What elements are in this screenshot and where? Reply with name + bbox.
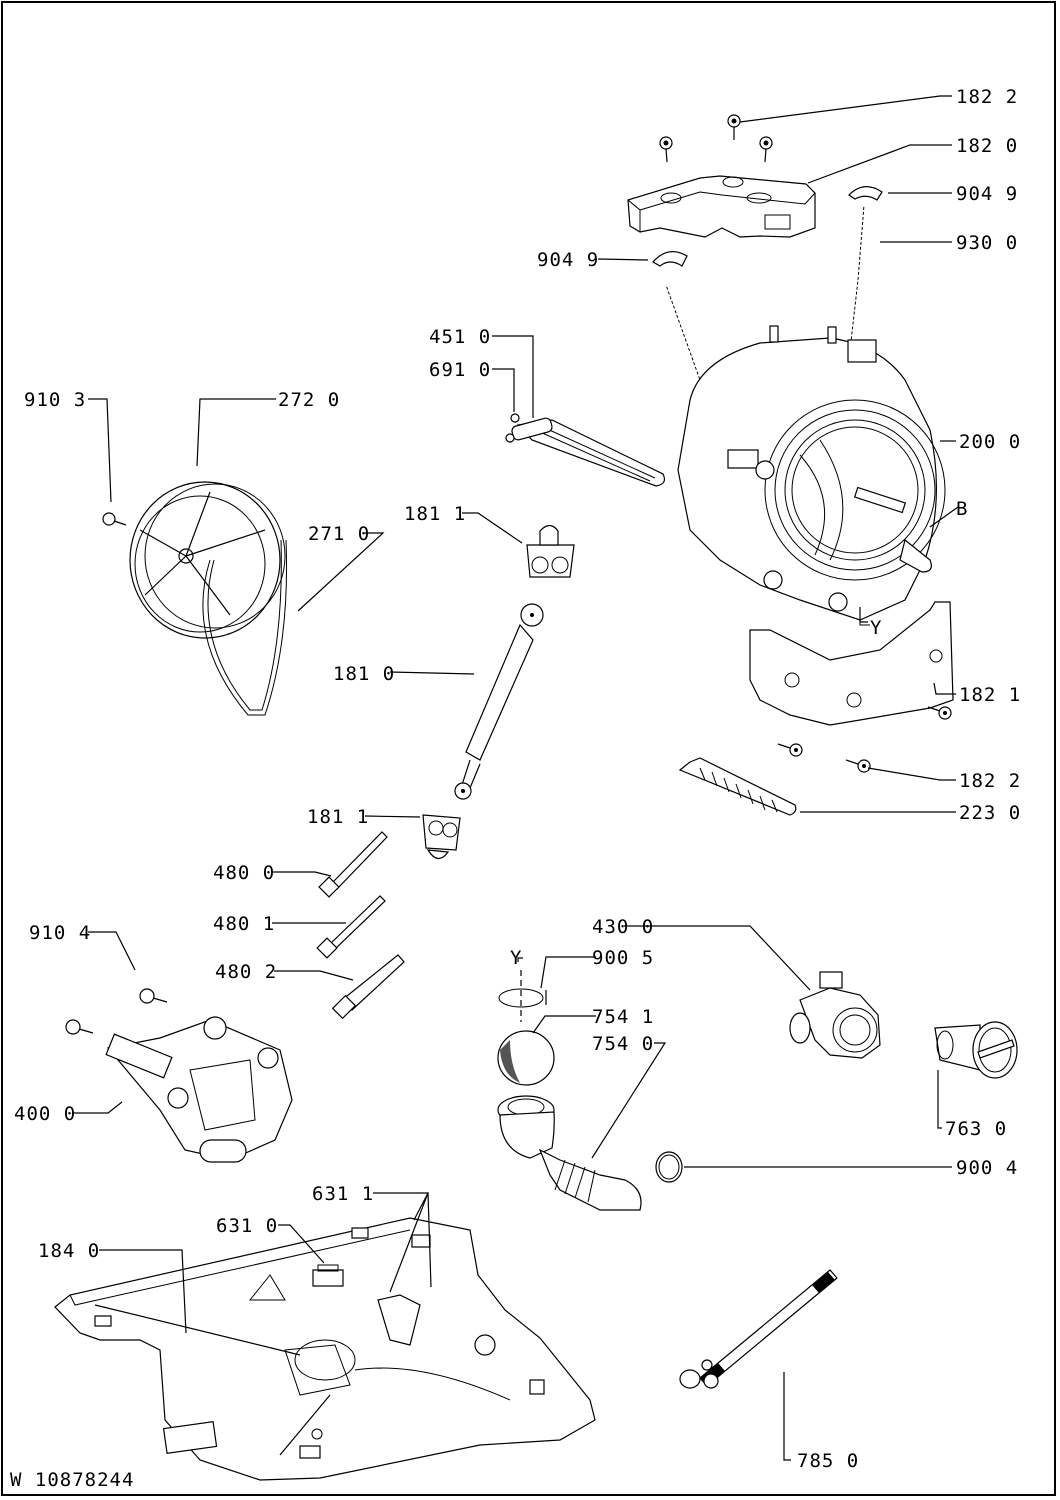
callout-631-0: 631 0	[216, 1215, 278, 1237]
sump-ball-part	[497, 1030, 555, 1086]
callout-480-1: 480 1	[213, 913, 275, 935]
drain-pump-part	[789, 971, 881, 1059]
callout-754-1: 754 1	[592, 1006, 654, 1028]
callout-271-0: 271 0	[308, 523, 370, 545]
motor-bolt-part	[65, 988, 168, 1035]
screw-icon	[777, 706, 952, 773]
callout-184-0: 184 0	[38, 1240, 100, 1262]
callout-904-9: 904 9	[956, 183, 1018, 205]
callout-182-2: 182 2	[956, 86, 1018, 108]
callout-Y: Y	[510, 947, 522, 969]
motor-part	[105, 1016, 293, 1163]
document-number: W 10878244	[10, 1469, 134, 1491]
cable-holder-part	[678, 757, 797, 816]
callout-B: B	[956, 498, 968, 520]
callout-691-0: 691 0	[429, 359, 491, 381]
callout-900-5: 900 5	[592, 947, 654, 969]
callout-430-0: 430 0	[592, 916, 654, 938]
heater-nut-part	[510, 413, 520, 423]
drum-pulley-part	[129, 481, 286, 639]
callout-labels: 182 2 182 0 904 9 930 0 904 9 451 0 691 …	[14, 86, 1021, 1472]
callout-182-1: 182 1	[959, 684, 1021, 706]
tub-front-weight-part	[749, 601, 954, 726]
callout-631-1: 631 1	[312, 1183, 374, 1205]
top-counterweight-part	[627, 175, 816, 238]
base-plate-part	[54, 1217, 596, 1481]
drive-belt-part	[202, 539, 288, 716]
callout-181-0: 181 0	[333, 663, 395, 685]
callout-181-1: 181 1	[307, 806, 369, 828]
callout-480-0: 480 0	[213, 862, 275, 884]
callout-182-0: 182 0	[956, 135, 1018, 157]
callout-181-1: 181 1	[404, 503, 466, 525]
callout-910-3: 910 3	[24, 389, 86, 411]
callout-763-0: 763 0	[945, 1118, 1007, 1140]
callout-200-0: 200 0	[959, 431, 1021, 453]
sump-ring-part	[498, 970, 547, 1022]
pump-filter-part	[934, 1021, 1018, 1079]
callout-272-0: 272 0	[278, 389, 340, 411]
callout-451-0: 451 0	[429, 326, 491, 348]
callout-400-0: 400 0	[14, 1103, 76, 1125]
callout-785-0: 785 0	[797, 1450, 859, 1472]
hose-clamp-part	[655, 1151, 683, 1183]
callout-910-4: 910 4	[29, 922, 91, 944]
shock-pin-part	[316, 831, 405, 1020]
callout-182-2: 182 2	[959, 770, 1021, 792]
hose-clamp-half-part	[652, 186, 883, 267]
sump-hose-part	[497, 1095, 642, 1211]
callout-900-4: 900 4	[956, 1157, 1018, 1179]
pulley-bolt-part	[102, 512, 127, 526]
heater-element-part	[505, 417, 666, 487]
callout-930-0: 930 0	[956, 232, 1018, 254]
callout-754-0: 754 0	[592, 1033, 654, 1055]
leader-lines	[72, 95, 959, 1461]
inlet-hose-part	[679, 1269, 838, 1389]
screw-icon	[659, 114, 773, 163]
callout-904-9: 904 9	[537, 249, 599, 271]
callout-223-0: 223 0	[959, 802, 1021, 824]
microswitch-part	[312, 1264, 344, 1287]
tub-assembly-part	[677, 325, 946, 626]
callout-Y: Y	[870, 617, 882, 639]
callout-480-2: 480 2	[215, 961, 277, 983]
shock-absorber-part	[454, 603, 544, 800]
shock-bracket-part	[422, 524, 575, 860]
